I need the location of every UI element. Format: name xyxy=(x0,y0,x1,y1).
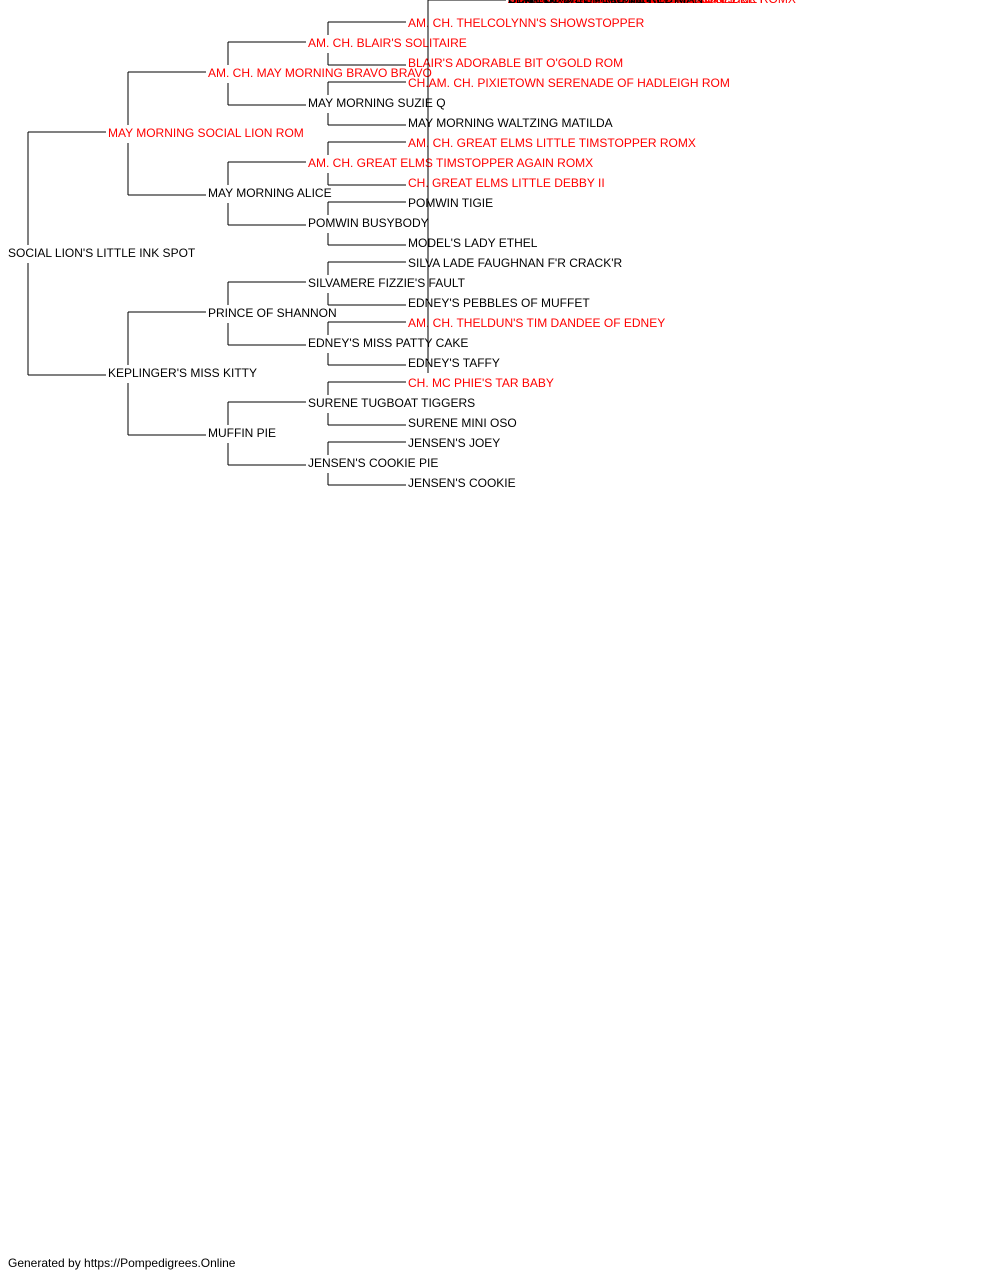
dog-name: MAY MORNING ALICE xyxy=(208,186,332,200)
dog-name: CH.AM. CH. PIXIETOWN SERENADE OF HADLEIG… xyxy=(408,76,730,90)
dog-name: BEISEL'S WEE FLASHIE RED MAN xyxy=(508,0,703,6)
dog-name: POMWIN TIGIE xyxy=(408,196,493,210)
dog-name: KEPLINGER'S MISS KITTY xyxy=(108,366,257,380)
dog-name: MAY MORNING SUZIE Q xyxy=(308,96,446,110)
dog-name: AM. CH. THELDUN'S TIM DANDEE OF EDNEY xyxy=(508,0,765,6)
dog-name: JENSEN'S COOKIE PIE xyxy=(308,456,438,470)
dog-name: AM. CH. GREAT ELMS LITTLE TIMSTOPPER ROM… xyxy=(508,0,796,6)
footer-credit: Generated by https://Pompedigrees.Online xyxy=(8,1256,236,1270)
pedigree-tree: SOCIAL LION'S LITTLE INK SPOT MAY MORNING… xyxy=(8,0,796,490)
dog-name: STAFFORD'S LITTLE MIFF xyxy=(508,0,656,6)
dog-name: AM. CH. GREAT ELMS TIMSTOPPER AGAIN ROMX xyxy=(308,156,593,170)
dog-name: ARISTIC LITTLE TIMSTOPPER xyxy=(508,0,679,6)
dog-name: AM. CH. THELDUN'S TIM DANDEE OF EDNEY xyxy=(408,316,665,330)
dog-name: EDNEY'S TAFFY xyxy=(408,356,500,370)
dog-name: SILVA LADE FAUGHNAN F'R CRACK'R xyxy=(408,256,623,270)
dog-name: AM. CH. THELCOLYNN'S SHOWSTOPPER xyxy=(408,16,645,30)
dog-name: SOCIAL LION'S LITTLE INK SPOT xyxy=(8,246,196,260)
dog-name: MAY MORNING SOCIAL LION ROM xyxy=(108,126,304,140)
dog-name: SURENE MINI OSO xyxy=(408,416,517,430)
dog-name: BROWNS GIRLIE xyxy=(508,0,605,6)
dog-name: AM. CH. BLAIR'S SOLITAIRE xyxy=(308,36,467,50)
dog-name: EDNEY'S MISS PATTY CAKE xyxy=(308,336,468,350)
dog-name: MUFFIN PIE xyxy=(208,426,276,440)
dog-name: AM. CH. BONNER'S TINY SHOWSTOPPER xyxy=(508,0,747,6)
dog-name: WEE WANDA OF THELCOLYNN xyxy=(508,0,685,6)
dog-name: AM. CH. GREAT ELMS LITTLE TIMSTOPPER ROM… xyxy=(408,136,696,150)
dog-name: AM. CH. MAY MORNING BRAVO BRAVO xyxy=(208,66,432,80)
dog-name: EDNEY'S PEBBLES OF MUFFET xyxy=(408,296,590,310)
dog-name: JENSEN'S JOEY xyxy=(408,436,500,450)
dog-name: AM. CH. GREAT ELMS LITTLE TIMSUN xyxy=(508,0,725,6)
dog-name: MAY MORNING WALTZING MATILDA xyxy=(408,116,613,130)
dog-name: SURENE TUGBOAT TIGGERS xyxy=(308,396,475,410)
dog-name: CH.AM. CH. ADORA SUNTOY xyxy=(508,0,672,6)
dog-name: BLAIR'S ADORABLE BIT O'GOLD ROM xyxy=(408,56,623,70)
dog-name: ARISTIC LADY PAMELA xyxy=(508,0,641,6)
dog-name: GOLDEN GLOW REBEL xyxy=(508,0,642,6)
dog-name: PASSFIELD PEEP-BO xyxy=(508,0,630,6)
dog-name: AM. CH. DUNN'S LITTLE TINA PRESHUS xyxy=(508,0,735,6)
dog-name: EDNEY'S MISS MUFFETT XII xyxy=(508,0,669,6)
dog-name: MODEL'S LADY ETHEL xyxy=(408,236,538,250)
dog-name: DUNN'S LITTLE TOMSTOPPER xyxy=(508,0,683,6)
dog-name: LIVE WIRE OF POTTERBROOK xyxy=(508,0,684,6)
dog-name: CH. GREAT ELMS LITTLE DEBBY II xyxy=(408,176,605,190)
dog-name: DE DE'S LITTLE MISS MUFFETT CD xyxy=(508,0,710,6)
dog-name: PRINCE OF SHANNON xyxy=(208,306,337,320)
dog-name: CH. MC PHIE'S TAR BABY xyxy=(408,376,554,390)
dog-name: GREAT ELMS RITA OF DIXIELAND xyxy=(508,0,700,6)
dog-name: SILVAMERE FIZZIE'S FAULT xyxy=(308,276,466,290)
dog-name: MAY MORNING SOCIAL LION ROM xyxy=(508,0,704,6)
dog-name: POMWIN MISS MODEL xyxy=(508,0,638,6)
dog-name: JENSEN'S COOKIE xyxy=(408,476,516,490)
dog-name: POMWIN BUSYBODY xyxy=(308,216,429,230)
dog-name: BLAIR'S SWEET CHERIE xyxy=(508,0,647,6)
